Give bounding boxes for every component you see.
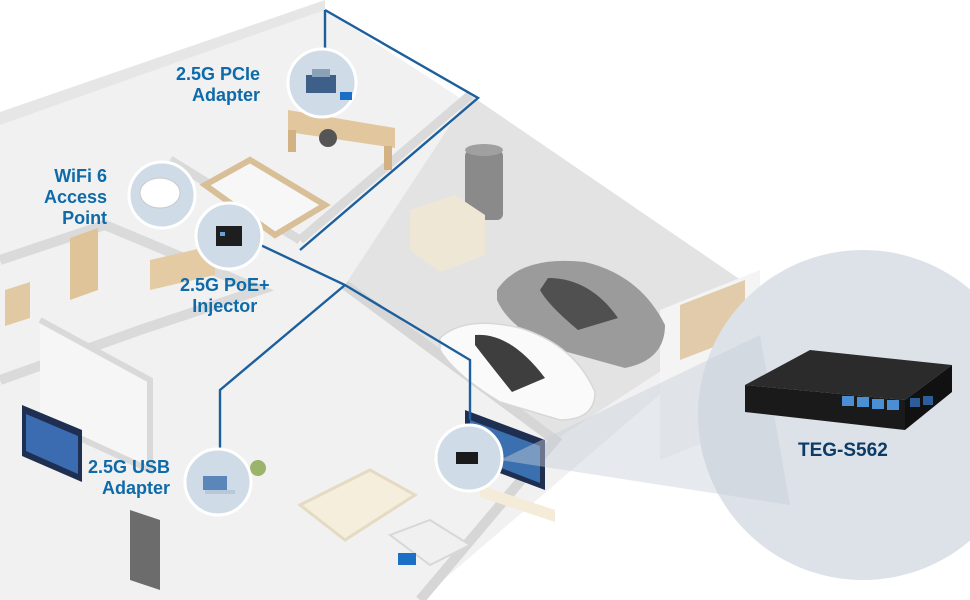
network-cables bbox=[218, 8, 481, 465]
desk bbox=[288, 110, 395, 148]
wifi6-ap-label-line1: WiFi 6 bbox=[54, 166, 108, 186]
fridge bbox=[130, 510, 160, 590]
wifi6-ap-label: WiFi 6 Access Point bbox=[44, 166, 107, 229]
desk-leg-2 bbox=[384, 146, 392, 170]
poe-injector-label-line1: 2.5G PoE+ bbox=[180, 275, 270, 295]
water-heater-top bbox=[465, 144, 503, 156]
wifi6-ap-label-line3: Point bbox=[62, 208, 108, 228]
usb-adapter-label: 2.5G USB Adapter bbox=[88, 457, 170, 499]
outer-wall-top bbox=[0, 0, 325, 125]
switch-location-icon bbox=[434, 423, 504, 493]
car-icon bbox=[497, 260, 665, 368]
left-tv bbox=[22, 405, 82, 482]
plant bbox=[250, 460, 266, 476]
door bbox=[70, 228, 98, 300]
poe-injector-icon bbox=[194, 201, 264, 271]
sofa bbox=[297, 468, 418, 542]
switch-icon bbox=[745, 350, 952, 430]
window bbox=[5, 282, 30, 326]
coffee-table bbox=[387, 518, 473, 567]
desk-leg-1 bbox=[288, 130, 296, 152]
pcie-adapter-label-line2: Adapter bbox=[192, 85, 261, 105]
usb-adapter-label-line2: Adapter bbox=[102, 478, 171, 498]
access-point-icon bbox=[127, 160, 197, 230]
cable-usb-route bbox=[218, 284, 346, 465]
white-car bbox=[439, 322, 596, 421]
zoom-beam bbox=[500, 335, 790, 505]
wifi6-ap-label-line2: Access bbox=[44, 187, 108, 207]
poe-injector-label-line2: Injector bbox=[192, 296, 258, 316]
cable-poe-to-switch bbox=[249, 238, 472, 420]
office-chair bbox=[319, 129, 337, 147]
pcie-adapter-label-line1: 2.5G PCIe bbox=[176, 64, 261, 84]
water-heater bbox=[465, 150, 503, 220]
laptop bbox=[398, 553, 416, 565]
product-model-label: TEG-S562 bbox=[798, 440, 888, 461]
pcie-adapter-icon bbox=[286, 47, 358, 119]
cable-top-route bbox=[299, 8, 481, 251]
poe-injector-label: 2.5G PoE+ Injector bbox=[180, 275, 270, 317]
dresser bbox=[150, 245, 215, 290]
pcie-adapter-label: 2.5G PCIe Adapter bbox=[176, 64, 260, 106]
usb-adapter-label-line1: 2.5G USB bbox=[88, 457, 171, 477]
usb-adapter-icon bbox=[183, 447, 253, 517]
washer bbox=[410, 195, 485, 272]
tv-console bbox=[480, 485, 555, 522]
